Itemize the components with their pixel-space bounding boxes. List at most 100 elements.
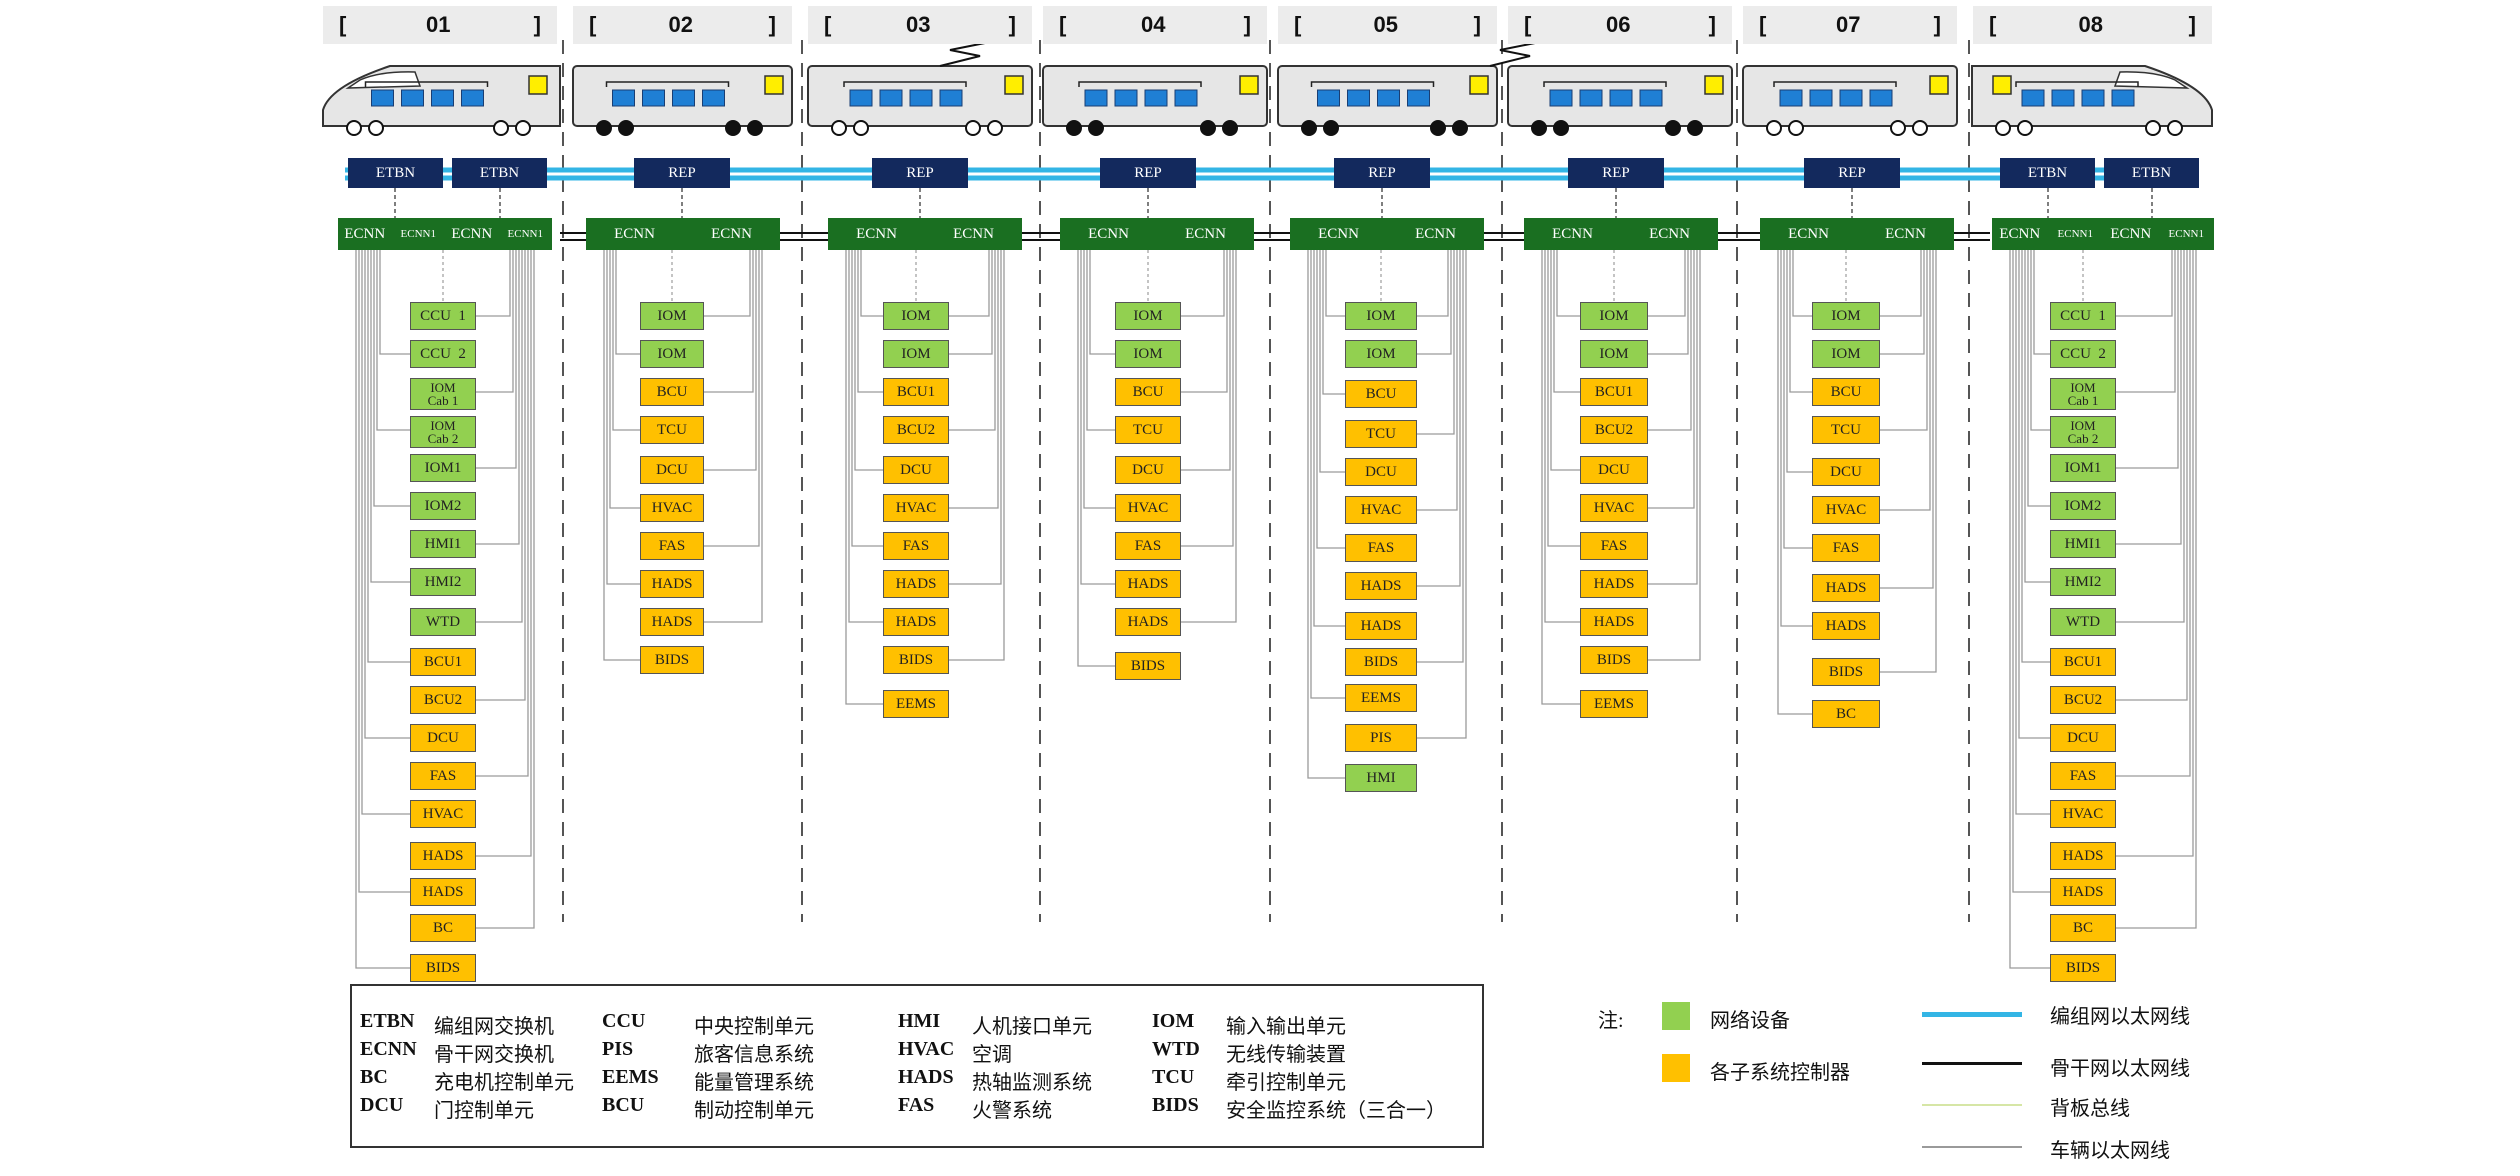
vehicle-ethernet-line (476, 250, 511, 317)
device-box: HADS (883, 570, 949, 598)
device-box: CCU 1 (410, 302, 476, 330)
car-window (1317, 89, 1340, 107)
car-window (1407, 89, 1430, 107)
vehicle-ethernet-line (1880, 250, 1922, 317)
wheel (1995, 120, 2011, 136)
car-number-header: [05] (1278, 6, 1497, 44)
device-box: HADS (640, 608, 704, 636)
vehicle-ethernet-line (848, 250, 883, 623)
device-box: HADS (640, 570, 704, 598)
glossary-abbr: CCU (602, 1010, 646, 1032)
device-box: IOM (1115, 302, 1181, 330)
legend-backplane-line (1922, 1104, 2022, 1106)
wheel (1788, 120, 1804, 136)
vehicle-ethernet-line (2009, 250, 2050, 969)
device-box: HVAC (1580, 494, 1648, 522)
glossary-abbr: ECNN (360, 1038, 417, 1060)
glossary-abbr: PIS (602, 1038, 634, 1060)
device-box: BCU2 (2050, 686, 2116, 714)
car-marker (528, 75, 548, 95)
ecnn-label: ECNN (1649, 225, 1690, 242)
vehicle-ethernet-line (476, 250, 517, 469)
device-box: HADS (1812, 612, 1880, 640)
wheel (1452, 120, 1468, 136)
vehicle-ethernet-line (1417, 250, 1449, 317)
wheel (725, 120, 741, 136)
device-box: HADS (1345, 572, 1417, 600)
ecnn-label: ECNN (1318, 225, 1359, 242)
glossary-abbr: DCU (360, 1094, 404, 1116)
vehicle-ethernet-line (476, 250, 523, 623)
vehicle-ethernet-line (1086, 250, 1115, 431)
device-box: HADS (883, 608, 949, 636)
car-number: 06 (1606, 12, 1631, 37)
car-marker (1239, 75, 1259, 95)
vehicle-ethernet-line (2027, 250, 2050, 507)
device-box: HADS (2050, 878, 2116, 906)
device-box: BIDS (1580, 646, 1648, 674)
vehicle-ethernet-line (1547, 250, 1580, 547)
vehicle-ethernet-line (376, 250, 410, 431)
device-box: IOM1 (410, 454, 476, 482)
vehicle-ethernet-line (2116, 250, 2179, 469)
device-box: DCU (2050, 724, 2116, 752)
car-window (1779, 89, 1803, 107)
vehicle-ethernet-line (857, 250, 883, 393)
car-window (702, 89, 725, 107)
car-number: 08 (2078, 12, 2103, 37)
rep-repeater: REP (1568, 158, 1664, 188)
legend-backplane-bus: 背板总线 (2050, 1098, 2130, 1120)
vehicle-ethernet-line (1648, 250, 1698, 585)
cab-window (345, 71, 422, 89)
etbn-switch: ETBN (452, 158, 547, 188)
vehicle-ethernet-line (476, 250, 532, 857)
car-number: 04 (1141, 12, 1166, 37)
vehicle-ethernet-line (1880, 250, 1928, 431)
ecnn-label: ECNN (344, 225, 386, 242)
vehicle-ethernet-line (355, 250, 410, 969)
car-marker (1469, 75, 1489, 95)
vehicle-ethernet-line (1880, 250, 1931, 511)
glossary-desc: 骨干网交换机 (434, 1044, 554, 1066)
ecnn-label: ECNN (1552, 225, 1593, 242)
glossary-abbr: HMI (898, 1010, 941, 1032)
vehicle-ethernet-line (1322, 250, 1345, 395)
device-box: HMI2 (2050, 568, 2116, 596)
device-box: IOM Cab 1 (2050, 378, 2116, 410)
device-box: BIDS (1345, 648, 1417, 676)
vehicle-ethernet-line (2116, 250, 2191, 777)
legend-backbone-line (1922, 1062, 2022, 1065)
vehicle-ethernet-line (612, 250, 640, 431)
car-window (612, 89, 635, 107)
vehicle-ethernet-line (1077, 250, 1115, 667)
device-box: BIDS (1115, 652, 1181, 680)
glossary-abbr: WTD (1152, 1038, 1200, 1060)
legend-backbone-ethernet: 骨干网以太网线 (2050, 1058, 2190, 1080)
vehicle-ethernet-line (2015, 250, 2050, 815)
device-box: TCU (1812, 416, 1880, 444)
vehicle-ethernet-line (1648, 250, 1686, 317)
bracket-right: ] (533, 12, 541, 37)
device-box: HVAC (1812, 496, 1880, 524)
vehicle-ethernet-line (1316, 250, 1345, 549)
wheel (987, 120, 1003, 136)
device-box: IOM (1345, 340, 1417, 368)
car-marker (1704, 75, 1724, 95)
device-box: FAS (1115, 532, 1181, 560)
bracket-left: [ (1059, 12, 1067, 37)
device-box: IOM (883, 340, 949, 368)
device-box: IOM (640, 302, 704, 330)
vehicle-ethernet-line (615, 250, 640, 355)
vehicle-ethernet-line (370, 250, 410, 583)
vehicle-ethernet-line (854, 250, 883, 471)
device-box: IOM (883, 302, 949, 330)
glossary-desc: 安全监控系统（三合一） (1226, 1100, 1446, 1122)
vehicle-ethernet-line (1648, 250, 1692, 431)
vehicle-ethernet-line (704, 250, 757, 471)
car-window (1114, 89, 1138, 107)
vehicle-ethernet-line (358, 250, 410, 893)
car-window (2081, 89, 2105, 107)
ecnn-label: ECNN1 (2168, 228, 2204, 240)
